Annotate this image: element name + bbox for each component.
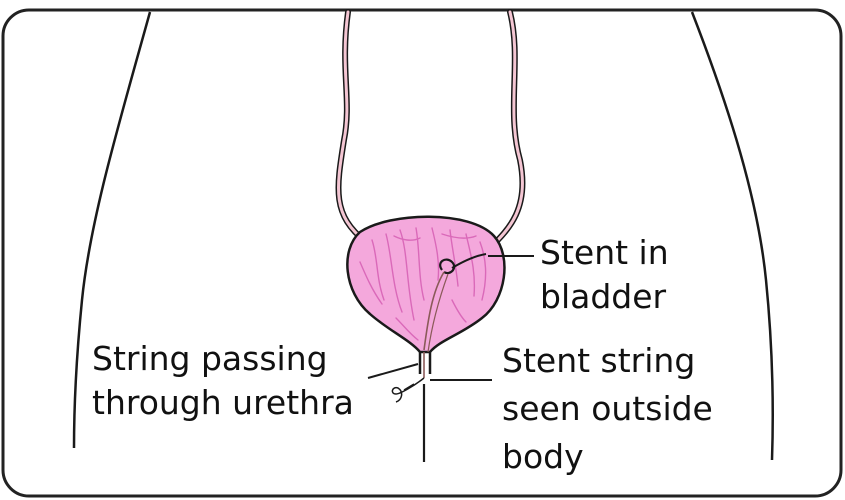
diagram-stage: Stent in bladder String passing through …	[0, 0, 845, 500]
stent-diagram: Stent in bladder String passing through …	[0, 0, 845, 500]
